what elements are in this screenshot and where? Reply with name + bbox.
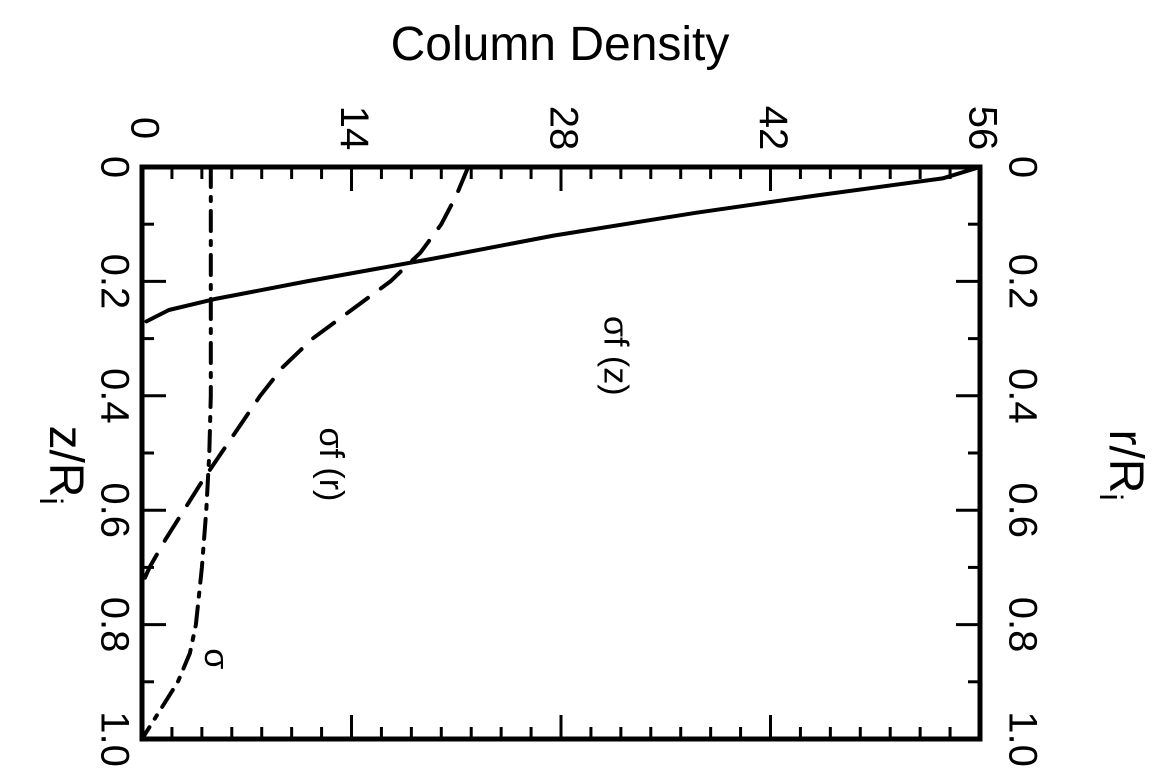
x-tick-label: 1.0	[92, 711, 136, 767]
x-tick-label: 0.2	[92, 254, 136, 310]
x2-tick-label: 0.8	[1000, 597, 1044, 653]
y-tick-label: 0	[122, 117, 166, 139]
x2-tick-label: 0.6	[1000, 482, 1044, 538]
y-tick-label: 42	[751, 106, 795, 151]
x2-tick-label: 0.2	[1000, 254, 1044, 310]
annotations: σf (z) σf (r) σ	[197, 316, 635, 669]
x2-tick-label: 0	[1000, 156, 1044, 178]
curve-label: σf (r)	[312, 428, 350, 502]
x-axis-title: z/Ri	[33, 425, 92, 504]
series-solid-line	[144, 165, 982, 324]
curve-label: σf (z)	[596, 316, 634, 396]
y-tick-label: 56	[960, 106, 1004, 151]
series-dashdot-line	[140, 165, 213, 741]
curve-label: σ	[197, 648, 235, 669]
y-tick-label: 28	[541, 106, 585, 151]
x-tick-label: 0	[92, 156, 136, 178]
chart-title: Column Density	[391, 18, 730, 71]
tick-labels: 0 14 28 42 56 0 0.2 0.4 0.6 0.8 1.0 0 0.2 0.4 0.6 0.8 1.…	[92, 106, 1044, 767]
plot-frame	[139, 164, 983, 742]
ticks	[140, 165, 982, 741]
x-tick-label: 0.8	[92, 597, 136, 653]
x2-axis-title: r/Ri	[1093, 429, 1152, 500]
x2-tick-label: 1.0	[1000, 711, 1044, 767]
series-layer	[140, 165, 982, 741]
x-tick-label: 0.6	[92, 482, 136, 538]
x2-tick-label: 0.4	[1000, 368, 1044, 424]
series-dashed-line	[140, 165, 471, 587]
y-tick-label: 14	[332, 106, 376, 151]
x-tick-label: 0.4	[92, 368, 136, 424]
